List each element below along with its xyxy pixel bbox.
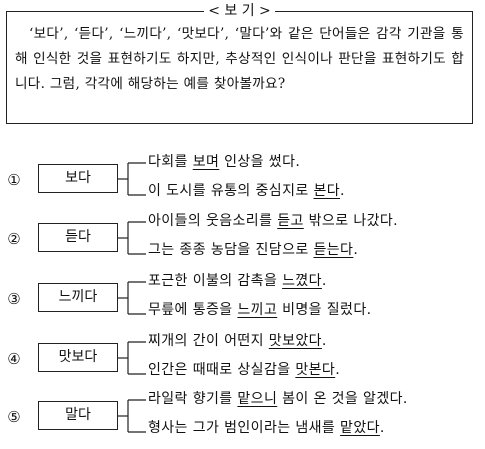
sentence-text: . <box>321 333 327 349</box>
sentence-text: . <box>353 242 359 258</box>
example-row: ③ 느끼다 포근한 이불의 감촉을 느꼈다. 무릎에 통증을 느끼고 비명을 질렀다. <box>0 269 485 331</box>
bracket-connector <box>118 399 146 433</box>
sentence-2: 그는 종종 농담을 진담으로 듣는다. <box>148 240 358 260</box>
bracket-connector <box>118 281 146 315</box>
sentence-text: 다회를 <box>148 154 193 170</box>
item-number: ② <box>7 230 21 248</box>
sentence-text: 인상을 썼다. <box>219 154 301 170</box>
sentence-text: 비명을 질렀다. <box>277 302 372 318</box>
bogi-title: < 보 기 > <box>7 2 472 20</box>
word-box: 느끼다 <box>38 283 118 312</box>
sentence-2: 형사는 그가 범인이라는 냄새를 맡았다. <box>148 418 385 438</box>
bogi-title-text: < 보 기 > <box>204 3 275 19</box>
word-box: 보다 <box>38 164 118 193</box>
example-row: ⑤ 말다 라일락 향기를 맡으니 봄이 온 것을 알겠다. 형사는 그가 범인이라는 … <box>0 387 485 449</box>
word-box: 듣다 <box>38 223 118 252</box>
example-row: ① 보다 다회를 보며 인상을 썼다. 이 도시를 유통의 중심지로 본다. <box>0 150 485 212</box>
word-box: 맛보다 <box>38 343 118 372</box>
sentence-text: 포근한 이불의 감촉을 <box>148 273 283 289</box>
sentence-text: 봄이 온 것을 알겠다. <box>277 391 408 407</box>
sentence-2: 이 도시를 유통의 중심지로 본다. <box>148 181 345 201</box>
sentence-2: 인간은 때때로 상실감을 맛본다. <box>148 360 340 380</box>
underlined-word: 느꼈다 <box>282 273 322 289</box>
sentence-text: 인간은 때때로 상실감을 <box>148 362 296 378</box>
item-number: ① <box>7 171 21 189</box>
sentence-text: 형사는 그가 범인이라는 냄새를 <box>148 420 341 436</box>
underlined-word: 맛본다 <box>295 362 336 378</box>
item-number: ③ <box>7 290 21 308</box>
item-number: ④ <box>7 350 21 368</box>
item-number: ⑤ <box>7 408 21 426</box>
sentence-text: 그는 종종 농담을 진담으로 <box>148 242 314 258</box>
sentence-text: 찌개의 간이 어떤지 <box>148 333 269 349</box>
underlined-word: 보며 <box>192 154 220 170</box>
sentence-text: . <box>335 362 341 378</box>
underlined-word: 듣고 <box>277 213 304 229</box>
sentence-1: 찌개의 간이 어떤지 맛보았다. <box>148 331 327 351</box>
bracket-connector <box>118 341 146 375</box>
underlined-word: 본다 <box>313 183 341 199</box>
sentence-text: . <box>340 183 345 199</box>
sentence-text: 이 도시를 유통의 중심지로 <box>148 183 314 199</box>
bogi-text: ‘보다’, ‘듣다’, ‘느끼다’, ‘맛보다’, ‘말다’와 같은 단어들은 … <box>15 26 464 92</box>
sentence-2: 무릎에 통증을 느끼고 비명을 질렀다. <box>148 300 371 320</box>
underlined-word: 맡으니 <box>237 391 278 407</box>
sentence-text: 밖으로 나갔다. <box>303 213 399 229</box>
sentence-text: 라일락 향기를 <box>148 391 238 407</box>
example-row: ② 듣다 아이들의 웃음소리를 듣고 밖으로 나갔다. 그는 종종 농담을 진담으로 … <box>0 209 485 271</box>
sentence-1: 포근한 이불의 감촉을 느꼈다. <box>148 271 327 291</box>
word-box: 말다 <box>38 401 118 430</box>
sentence-text: . <box>379 420 385 436</box>
sentence-1: 라일락 향기를 맡으니 봄이 온 것을 알겠다. <box>148 389 408 409</box>
underlined-word: 맡았다 <box>340 420 380 436</box>
bogi-box: < 보 기 > ‘보다’, ‘듣다’, ‘느끼다’, ‘맛보다’, ‘말다’와 … <box>6 3 473 124</box>
sentence-text: 아이들의 웃음소리를 <box>148 213 278 229</box>
sentence-text: 무릎에 통증을 <box>148 302 238 318</box>
sentence-1: 아이들의 웃음소리를 듣고 밖으로 나갔다. <box>148 211 398 231</box>
sentence-text: . <box>321 273 327 289</box>
underlined-word: 듣는다 <box>313 242 354 258</box>
bracket-connector <box>118 221 146 255</box>
underlined-word: 맛보았다 <box>268 333 322 349</box>
bracket-connector <box>118 162 146 196</box>
sentence-1: 다회를 보며 인상을 썼다. <box>148 152 300 172</box>
underlined-word: 느끼고 <box>237 302 278 318</box>
